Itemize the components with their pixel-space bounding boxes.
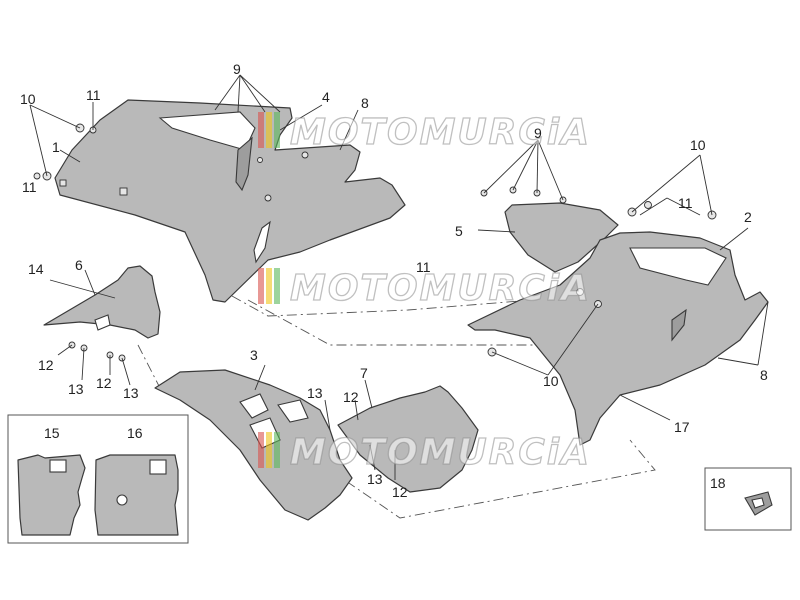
svg-text:MOTOMURCiA: MOTOMURCiA bbox=[290, 112, 591, 153]
watermark-top: MOTOMURCiA bbox=[258, 111, 591, 154]
watermark-middle: MOTOMURCiA bbox=[258, 267, 591, 310]
callout-14: 14 bbox=[28, 261, 44, 277]
callout-6: 6 bbox=[75, 257, 83, 273]
callout-7: 7 bbox=[360, 365, 368, 381]
clip-18-box bbox=[704, 467, 792, 531]
callout-13: 13 bbox=[68, 381, 84, 397]
callout-12: 12 bbox=[96, 375, 112, 391]
callout-2: 2 bbox=[744, 209, 752, 225]
heat-shield-panel-16 bbox=[94, 454, 179, 536]
callout-11: 11 bbox=[416, 259, 431, 275]
callout-8: 8 bbox=[760, 367, 768, 383]
callout-12: 12 bbox=[38, 357, 54, 373]
svg-text:MOTOMURCiA: MOTOMURCiA bbox=[290, 432, 591, 473]
callout-labels: 9 4 8 10 11 1 11 9 10 11 2 5 11 14 6 12 … bbox=[20, 61, 768, 500]
left-lower-fairing bbox=[154, 369, 353, 521]
callout-1: 1 bbox=[52, 139, 60, 155]
callout-10: 10 bbox=[20, 91, 36, 107]
callout-5: 5 bbox=[455, 223, 463, 239]
leader-lines bbox=[29, 74, 769, 480]
callout-15: 15 bbox=[44, 425, 60, 441]
callout-3: 3 bbox=[250, 347, 258, 363]
assembly-guide-lines bbox=[137, 294, 656, 519]
callout-10: 10 bbox=[690, 137, 706, 153]
heat-shield-panels-box bbox=[7, 414, 189, 544]
callout-9: 9 bbox=[534, 125, 542, 141]
callout-13: 13 bbox=[367, 471, 383, 487]
left-inner-bracket bbox=[43, 265, 161, 339]
callout-12: 12 bbox=[343, 389, 359, 405]
right-lower-bracket bbox=[337, 385, 479, 493]
right-upper-fairing bbox=[467, 231, 769, 446]
left-upper-fairing bbox=[54, 99, 406, 303]
callout-18: 18 bbox=[710, 475, 726, 491]
watermark-bottom: MOTOMURCiA bbox=[258, 431, 591, 474]
callout-10: 10 bbox=[543, 373, 559, 389]
callout-13: 13 bbox=[307, 385, 323, 401]
callout-9: 9 bbox=[233, 61, 241, 77]
heat-shield-panel-15 bbox=[17, 454, 86, 536]
svg-text:MOTOMURCiA: MOTOMURCiA bbox=[290, 268, 591, 309]
callout-13: 13 bbox=[123, 385, 139, 401]
callout-4: 4 bbox=[322, 89, 330, 105]
callout-16: 16 bbox=[127, 425, 143, 441]
callout-12: 12 bbox=[392, 484, 408, 500]
callout-17: 17 bbox=[674, 419, 690, 435]
callout-11: 11 bbox=[22, 179, 37, 195]
callout-11: 11 bbox=[86, 87, 101, 103]
callout-8: 8 bbox=[361, 95, 369, 111]
callout-11: 11 bbox=[678, 195, 693, 211]
